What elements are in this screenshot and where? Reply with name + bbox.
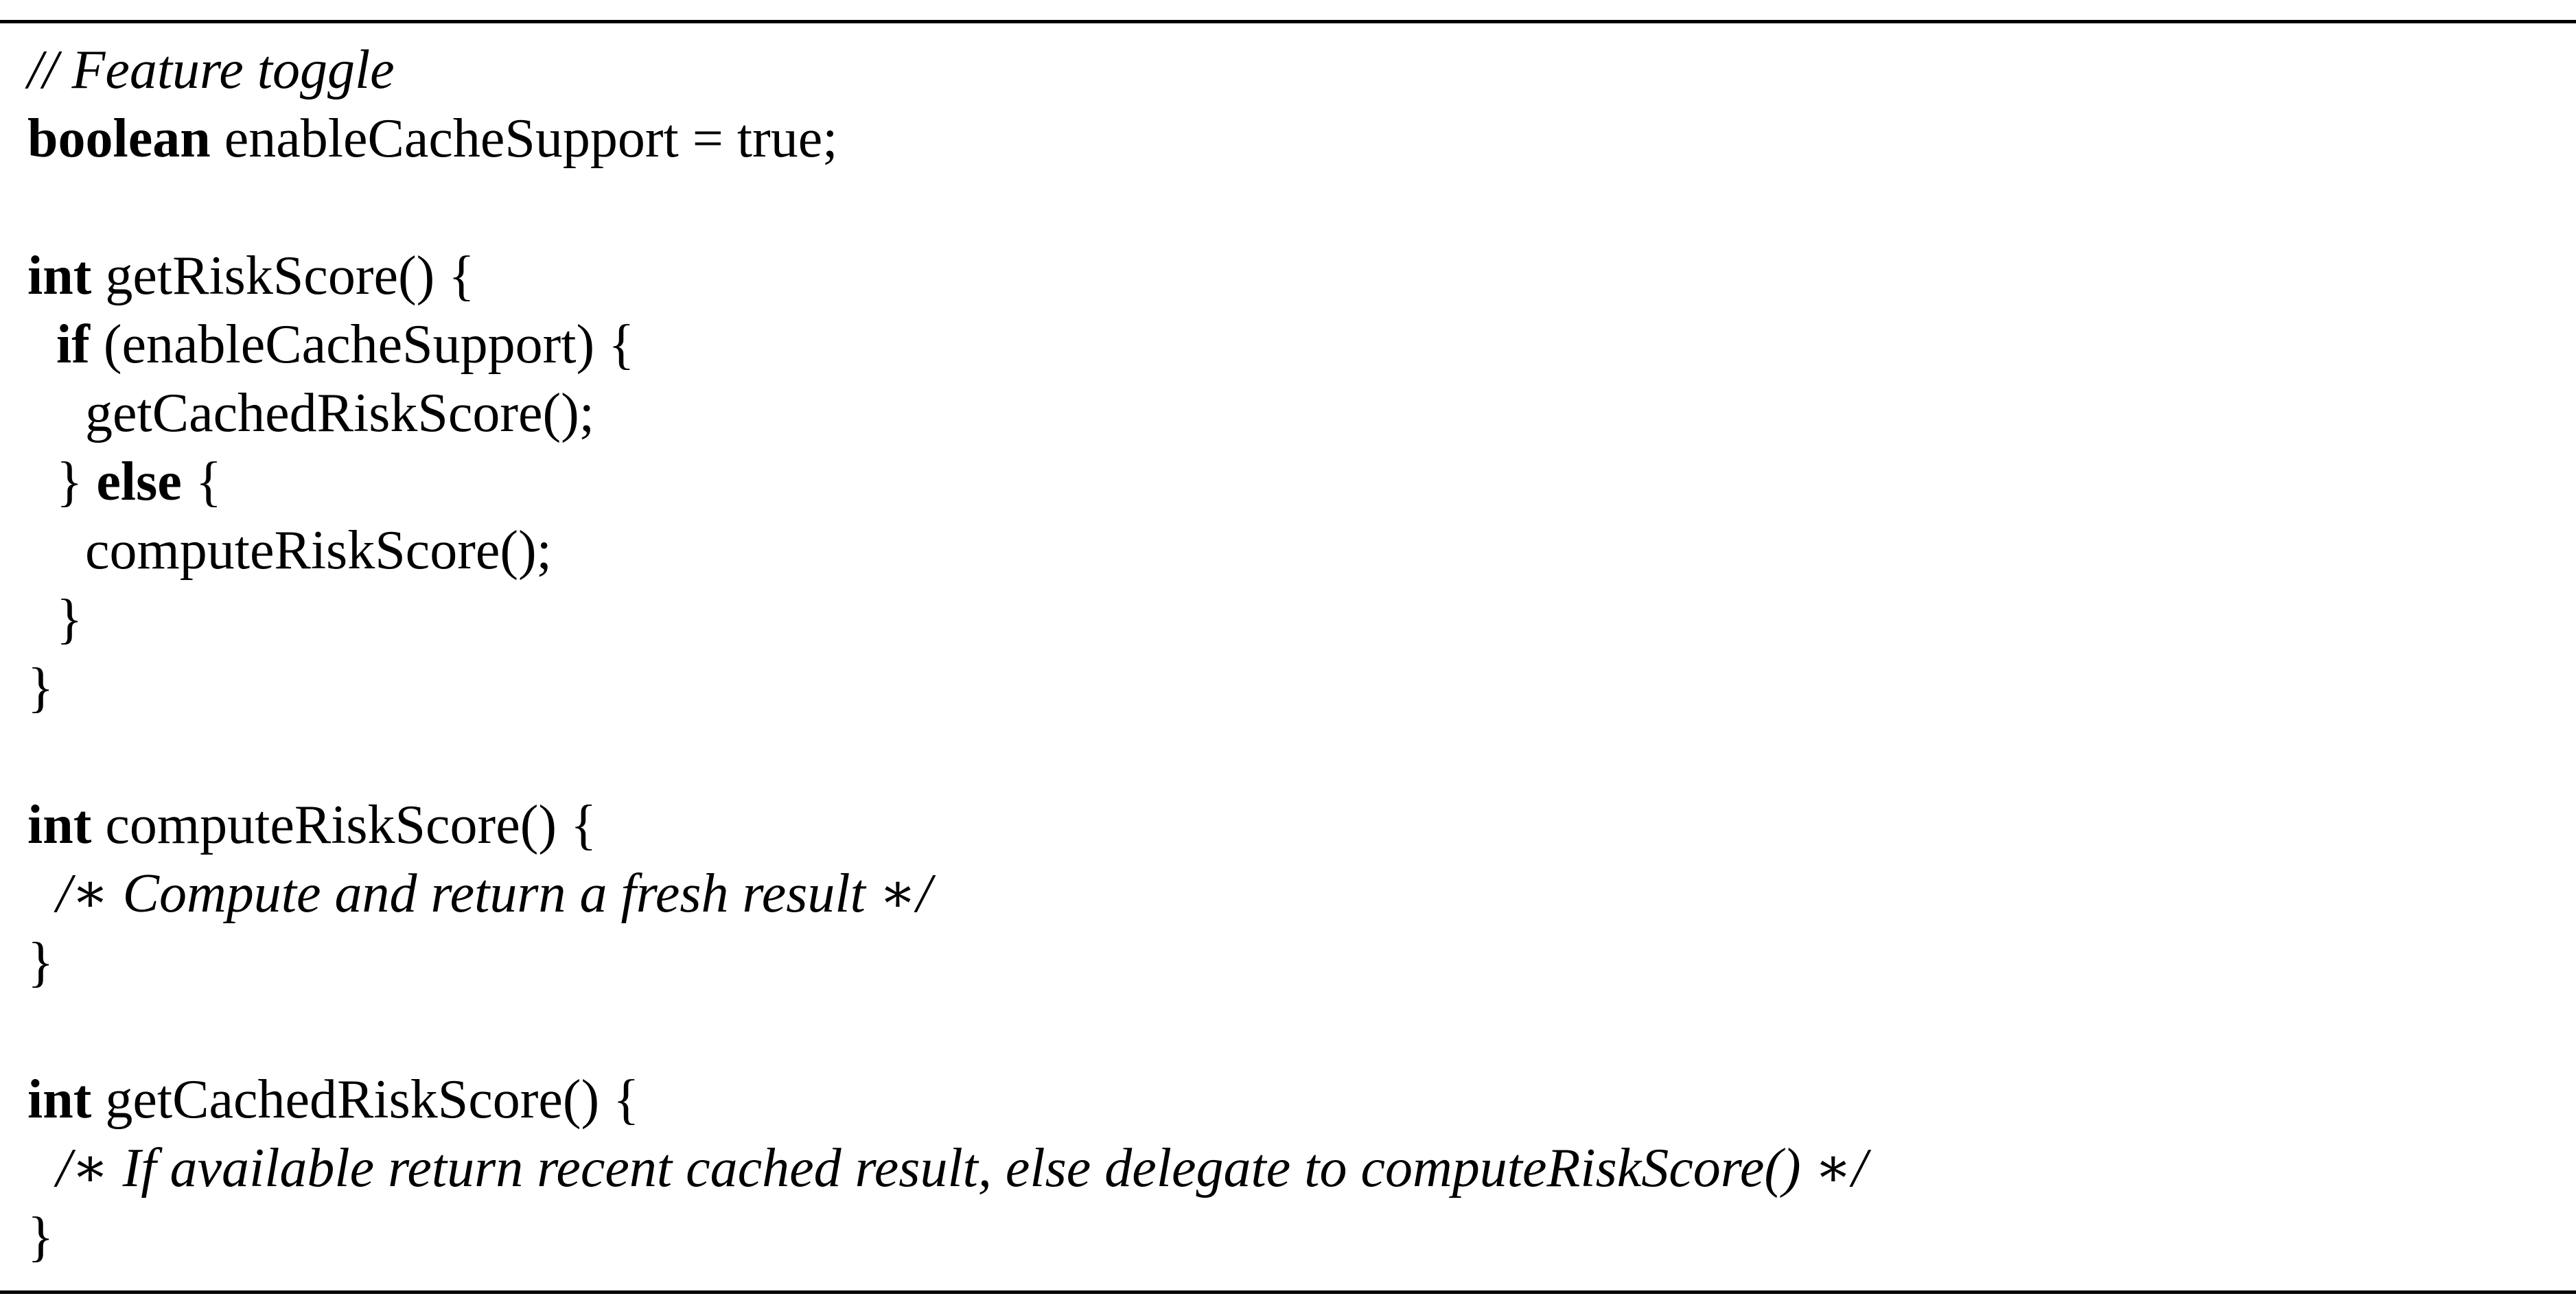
code-line-5: if (enableCacheSupport) {: [27, 310, 1867, 379]
keyword-int: int: [27, 1069, 92, 1130]
code-line-17: /∗ If available return recent cached res…: [27, 1134, 1867, 1203]
get-risk-score-signature: getRiskScore() {: [91, 246, 475, 306]
code-listing: // Feature toggle boolean enableCacheSup…: [27, 36, 1867, 1271]
code-line-18: }: [27, 1203, 1867, 1271]
code-line-10: }: [27, 653, 1867, 722]
bottom-rule: [0, 1290, 2576, 1294]
code-line-9: }: [27, 585, 1867, 653]
comment-compute: /∗ Compute and return a fresh result ∗/: [56, 864, 932, 924]
close-brace: }: [56, 589, 83, 649]
enable-cache-declaration: enableCacheSupport = true;: [210, 108, 838, 169]
blank-line: [27, 722, 1867, 791]
code-line-16: int getCachedRiskScore() {: [27, 1065, 1867, 1134]
blank-line: [27, 997, 1867, 1065]
keyword-boolean: boolean: [27, 108, 211, 169]
call-compute-risk-score: computeRiskScore();: [85, 520, 552, 581]
close-brace: }: [27, 1207, 54, 1267]
blank-line: [27, 173, 1867, 242]
code-line-6: getCachedRiskScore();: [27, 379, 1867, 448]
else-open-brace: {: [181, 452, 222, 512]
keyword-else: else: [96, 452, 182, 512]
top-rule: [0, 20, 2576, 23]
code-line-1: // Feature toggle: [27, 36, 1867, 104]
get-cached-risk-score-signature: getCachedRiskScore() {: [91, 1069, 640, 1130]
close-brace: }: [27, 658, 54, 718]
comment-feature-toggle: // Feature toggle: [27, 40, 395, 100]
code-line-7: } else {: [27, 448, 1867, 516]
code-line-2: boolean enableCacheSupport = true;: [27, 104, 1867, 173]
if-condition: (enableCacheSupport) {: [89, 314, 635, 375]
close-brace: }: [27, 932, 54, 993]
keyword-if: if: [56, 314, 90, 375]
keyword-int: int: [27, 246, 92, 306]
call-get-cached-risk-score: getCachedRiskScore();: [85, 383, 594, 443]
comment-cached: /∗ If available return recent cached res…: [56, 1138, 1868, 1198]
code-line-14: }: [27, 928, 1867, 997]
close-brace: }: [56, 452, 97, 512]
code-line-13: /∗ Compute and return a fresh result ∗/: [27, 859, 1867, 928]
code-line-4: int getRiskScore() {: [27, 242, 1867, 310]
compute-risk-score-signature: computeRiskScore() {: [91, 795, 597, 855]
code-line-12: int computeRiskScore() {: [27, 791, 1867, 859]
code-line-8: computeRiskScore();: [27, 516, 1867, 585]
keyword-int: int: [27, 795, 92, 855]
